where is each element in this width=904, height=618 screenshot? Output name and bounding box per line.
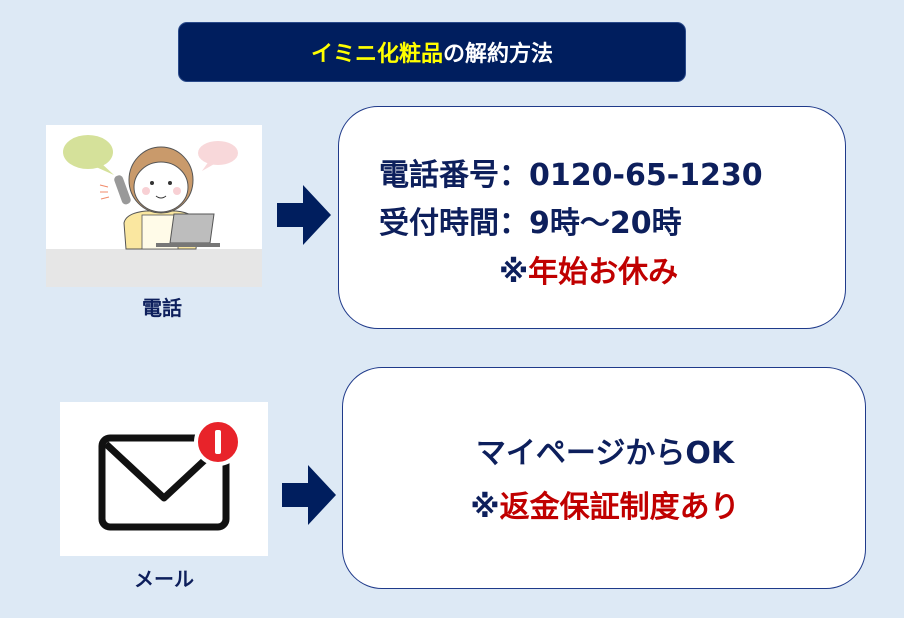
- mail-illustration: [60, 402, 268, 556]
- phone-label: 電話: [142, 296, 182, 320]
- mail-info-box: マイページからOK ※返金保証制度あり: [342, 367, 866, 589]
- note-mark: ※: [470, 490, 500, 525]
- mail-note: ※返金保証制度あり: [343, 482, 867, 526]
- phone-hours: 受付時間：9時～20時: [379, 206, 682, 241]
- note-text: 年始お休み: [528, 255, 679, 290]
- title-brand: イミニ化粧品: [310, 42, 443, 67]
- note-text: 返金保証制度あり: [499, 490, 740, 525]
- arrow-right-icon: [282, 465, 336, 529]
- mail-mypage: マイページからOK: [475, 436, 735, 471]
- phone-number: 電話番号：0120-65-1230: [379, 158, 763, 193]
- note-mark: ※: [499, 255, 529, 290]
- mail-label: メール: [134, 567, 194, 591]
- title-rest: の解約方法: [443, 42, 554, 67]
- phone-info-box: 電話番号：0120-65-1230 受付時間：9時～20時 ※年始お休み: [338, 106, 846, 329]
- phone-note: ※年始お休み: [499, 247, 678, 291]
- arrow-right-icon: [277, 185, 331, 249]
- page-title: イミニ化粧品の解約方法: [178, 22, 686, 82]
- phone-operator-illustration: [46, 125, 262, 287]
